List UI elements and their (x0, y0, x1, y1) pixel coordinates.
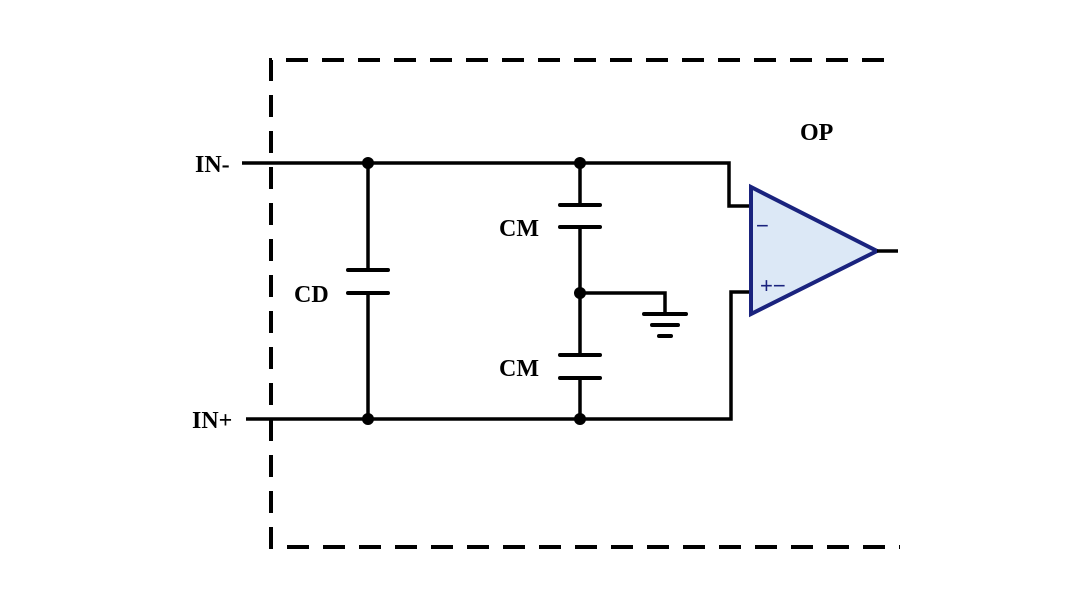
label-op: OP (800, 120, 833, 146)
opamp-triangle (749, 183, 882, 318)
opamp-noninverting-sign: +− (760, 273, 786, 298)
junction-node (574, 157, 586, 169)
ground-icon (642, 312, 688, 338)
junction-node (362, 413, 374, 425)
label-cm-top: CM (499, 216, 539, 242)
capacitor-cm-bottom (558, 353, 602, 419)
junction-node (362, 157, 374, 169)
in-plus-wire (246, 290, 751, 421)
opamp-inverting-sign: − (756, 213, 769, 238)
label-in-plus: IN+ (192, 408, 232, 434)
junction-node (574, 413, 586, 425)
capacitor-cm-top (558, 163, 602, 355)
capacitor-cd (346, 163, 390, 419)
label-in-minus: IN- (195, 152, 230, 178)
opamp-symbol: − +− (749, 183, 898, 318)
dashed-boundary (269, 58, 900, 549)
in-minus-wire (242, 161, 751, 208)
ground-wire (580, 291, 667, 313)
label-cd: CD (294, 282, 329, 308)
label-cm-bottom: CM (499, 356, 539, 382)
junction-node (574, 287, 586, 299)
